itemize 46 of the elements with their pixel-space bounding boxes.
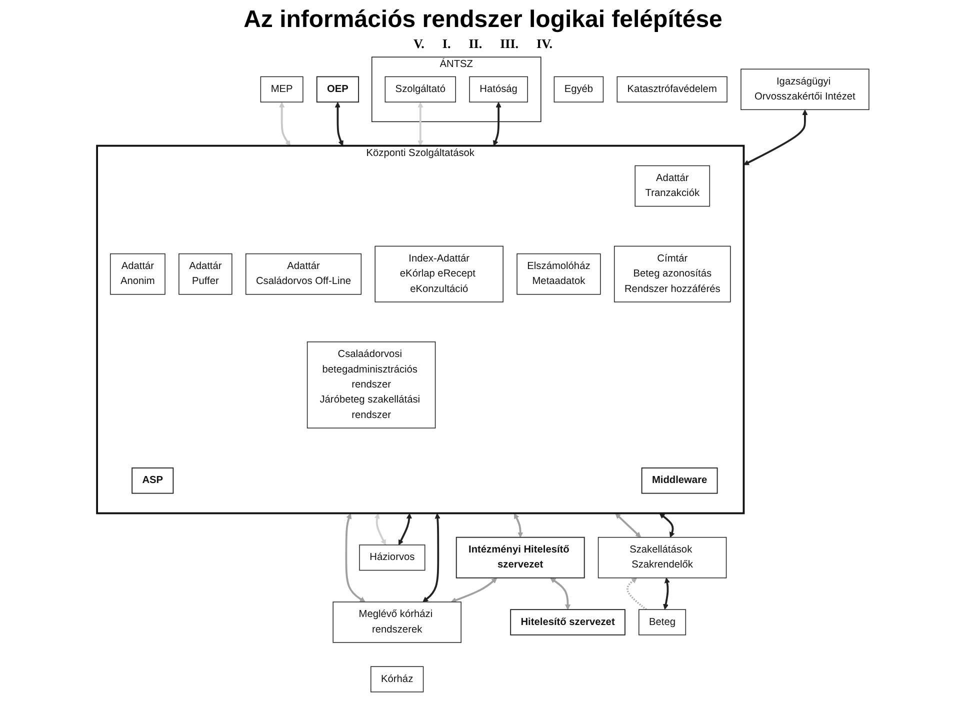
node-box: Szolgáltató bbox=[384, 76, 456, 102]
node-box: Egyéb bbox=[554, 76, 604, 102]
arrow bbox=[493, 102, 502, 146]
arrow bbox=[374, 513, 386, 546]
node-box: Adattár Anonim bbox=[110, 253, 166, 295]
zone-label: II. bbox=[468, 36, 482, 52]
node-box: Adattár Puffer bbox=[178, 253, 232, 295]
diagram-title: Az információs rendszer logikai felépítése bbox=[242, 6, 724, 34]
arrow bbox=[615, 513, 642, 538]
arrow bbox=[550, 578, 571, 610]
node-box: Adattár Családorvos Off-Line bbox=[245, 253, 362, 295]
node-box: Szakellátások Szakrendelők bbox=[598, 536, 727, 578]
arrow bbox=[418, 102, 424, 146]
node-box: Beteg bbox=[638, 609, 686, 636]
arrow bbox=[743, 110, 808, 166]
node-box: Címtár Beteg azonosítás Rendszer hozzáférés bbox=[614, 246, 731, 302]
node-box: OEP bbox=[316, 76, 360, 103]
zone-label: III. bbox=[500, 36, 519, 52]
node-box: Igazságügyi Orvosszakértői Intézet bbox=[740, 68, 870, 110]
arrow bbox=[334, 102, 344, 146]
node-box: Adattár Tranzakciók bbox=[634, 165, 710, 207]
node-box: Kórház bbox=[370, 666, 424, 692]
node-box: Middleware bbox=[641, 467, 718, 494]
arrow bbox=[450, 578, 498, 603]
node-box: MEP bbox=[260, 76, 304, 102]
node-box: Csalaádorvosi betegadminisztrációs rendszer Járóbeteg szakellátási rendszer bbox=[306, 342, 436, 428]
node-box: Meglévő kórházi rendszerek bbox=[332, 602, 462, 643]
node-box: Katasztrófavédelem bbox=[616, 76, 728, 102]
zone-label: I. bbox=[442, 36, 451, 52]
zone-label: IV. bbox=[536, 36, 553, 52]
arrow bbox=[663, 578, 670, 610]
node-box: ASP bbox=[132, 467, 174, 494]
arrow bbox=[514, 513, 524, 538]
node-box: Háziorvos bbox=[359, 544, 426, 571]
node-box: Intézményi Hitelesítő szervezet bbox=[456, 536, 585, 578]
node-box: Elszámolóház Metaadatok bbox=[516, 253, 601, 295]
arrow bbox=[422, 513, 440, 602]
zone-label: V. bbox=[413, 36, 424, 52]
node-box: Hitelesítő szervezet bbox=[510, 609, 626, 636]
node-box: Index-Adattár eKórlap eRecept eKonzultáció bbox=[374, 246, 504, 302]
arrow bbox=[626, 578, 647, 610]
arrow bbox=[659, 513, 675, 538]
arrow bbox=[398, 513, 412, 546]
arrow bbox=[279, 102, 291, 146]
node-box: Hatóság bbox=[469, 76, 528, 102]
arrow bbox=[345, 513, 366, 602]
